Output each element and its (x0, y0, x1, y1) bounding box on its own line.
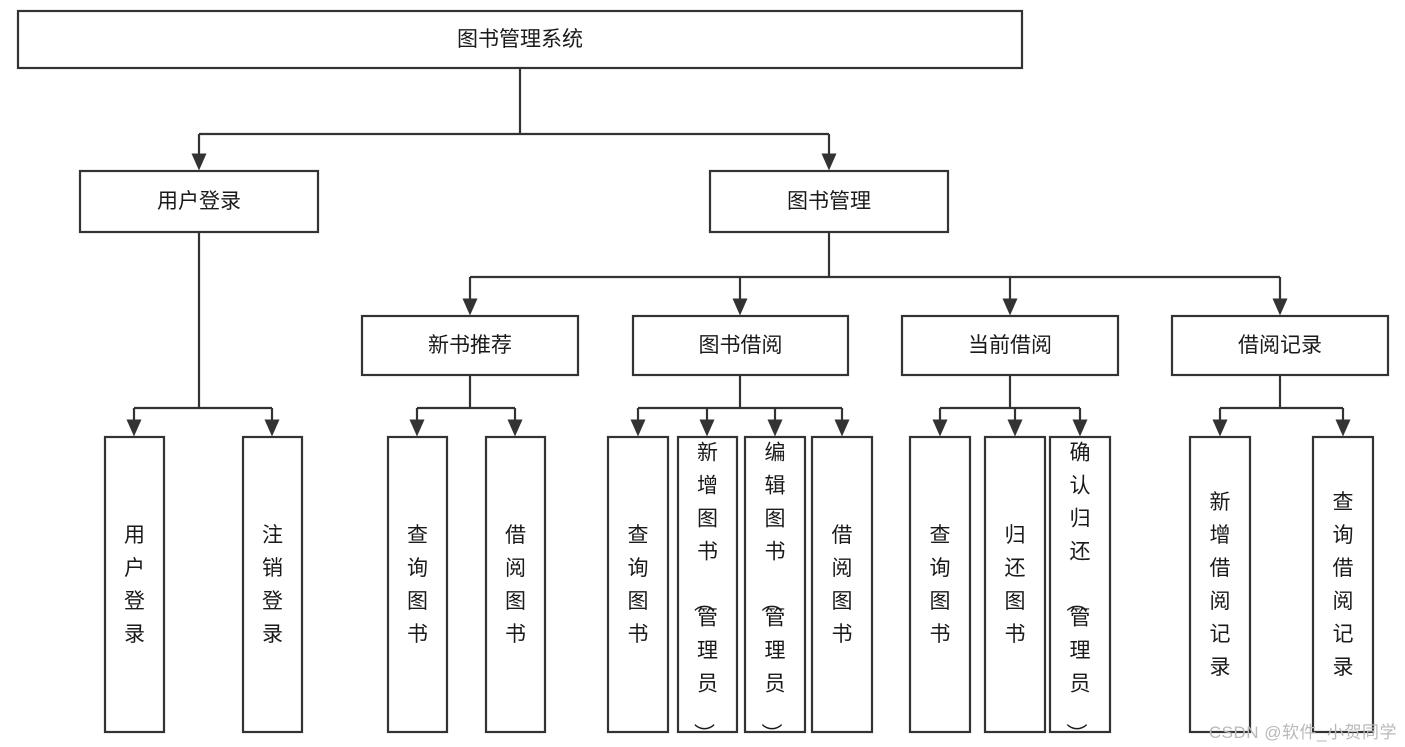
node-box-leaf-query-book-2[interactable] (606, 435, 670, 734)
node-box-user-login[interactable] (78, 169, 320, 234)
node-label-user-login: 用户登录 (157, 190, 241, 213)
arrow-head-icon (834, 419, 850, 437)
node-user-login[interactable]: 用户登录 (78, 169, 320, 234)
connector-layer (126, 68, 1351, 437)
node-book-manage[interactable]: 图书管理 (708, 169, 950, 234)
node-box-leaf-add-book[interactable] (676, 435, 739, 734)
node-box-leaf-query-book-3[interactable] (908, 435, 972, 734)
connector-group-book-manage (462, 232, 1288, 316)
node-label-leaf-borrow-book-1: 借阅图书 (505, 524, 526, 646)
arrow-head-icon (1002, 298, 1018, 316)
node-leaf-edit-book[interactable]: 编辑图书（管理员） (743, 435, 807, 744)
connector-group-book-borrow (630, 375, 850, 437)
node-label-leaf-add-record: 新增借阅记录 (1210, 491, 1231, 679)
connector-group-borrow-record (1212, 375, 1351, 437)
node-box-leaf-add-record[interactable] (1188, 435, 1252, 734)
node-box-book-borrow[interactable] (631, 314, 850, 377)
arrow-head-icon (699, 419, 715, 437)
node-box-leaf-user-login[interactable] (103, 435, 166, 734)
node-label-new-book-recommend: 新书推荐 (428, 334, 512, 357)
arrow-head-icon (409, 419, 425, 437)
node-root[interactable]: 图书管理系统 (16, 9, 1024, 70)
node-label-leaf-query-record: 查询借阅记录 (1333, 491, 1354, 679)
arrow-head-icon (932, 419, 948, 437)
node-box-book-manage[interactable] (708, 169, 950, 234)
node-new-book-recommend[interactable]: 新书推荐 (360, 314, 580, 377)
node-label-book-manage: 图书管理 (787, 190, 871, 213)
arrow-head-icon (462, 298, 478, 316)
node-box-root[interactable] (16, 9, 1024, 70)
node-box-leaf-query-book-1[interactable] (386, 435, 449, 734)
node-label-leaf-query-book-3: 查询图书 (930, 524, 951, 646)
node-leaf-query-book-1[interactable]: 查询图书 (386, 435, 449, 734)
node-box-leaf-edit-book[interactable] (743, 435, 807, 734)
node-label-leaf-query-book-1: 查询图书 (407, 524, 428, 646)
node-label-leaf-add-book: 新增图书（管理员） (692, 441, 718, 744)
arrow-head-icon (732, 298, 748, 316)
node-box-leaf-return-book[interactable] (983, 435, 1047, 734)
node-label-leaf-return-book: 归还图书 (1005, 524, 1026, 646)
node-label-leaf-user-login: 用户登录 (124, 524, 145, 646)
node-box-borrow-record[interactable] (1170, 314, 1390, 377)
node-current-borrow[interactable]: 当前借阅 (900, 314, 1120, 377)
node-label-leaf-edit-book: 编辑图书（管理员） (760, 441, 786, 744)
node-box-leaf-query-record[interactable] (1311, 435, 1375, 734)
arrow-head-icon (630, 419, 646, 437)
node-leaf-user-login[interactable]: 用户登录 (103, 435, 166, 734)
arrow-head-icon (767, 419, 783, 437)
node-leaf-add-record[interactable]: 新增借阅记录 (1188, 435, 1252, 734)
arrow-head-icon (264, 419, 280, 437)
arrow-head-icon (1007, 419, 1023, 437)
arrow-head-icon (507, 419, 523, 437)
node-label-leaf-borrow-book-2: 借阅图书 (832, 524, 853, 646)
node-label-root: 图书管理系统 (457, 28, 583, 51)
node-layer: 图书管理系统用户登录图书管理新书推荐图书借阅当前借阅借阅记录用户登录注销登录查询… (16, 9, 1390, 744)
node-box-leaf-logout[interactable] (241, 435, 304, 734)
node-box-leaf-confirm-return[interactable] (1048, 435, 1112, 734)
arrow-head-icon (1335, 419, 1351, 437)
node-box-leaf-borrow-book-2[interactable] (810, 435, 874, 734)
node-label-current-borrow: 当前借阅 (968, 334, 1052, 357)
connector-group-current-borrow (932, 375, 1088, 437)
arrow-head-icon (1212, 419, 1228, 437)
node-leaf-query-book-3[interactable]: 查询图书 (908, 435, 972, 734)
node-label-leaf-logout: 注销登录 (262, 524, 283, 646)
node-leaf-return-book[interactable]: 归还图书 (983, 435, 1047, 734)
connector-group-root (191, 68, 837, 171)
node-borrow-record[interactable]: 借阅记录 (1170, 314, 1390, 377)
arrow-head-icon (1272, 298, 1288, 316)
node-label-leaf-confirm-return: 确认归还（管理员） (1065, 441, 1091, 744)
connector-group-new-book-recommend (409, 375, 523, 437)
node-leaf-confirm-return[interactable]: 确认归还（管理员） (1048, 435, 1112, 744)
arrow-head-icon (191, 153, 207, 171)
node-leaf-borrow-book-2[interactable]: 借阅图书 (810, 435, 874, 734)
node-leaf-query-record[interactable]: 查询借阅记录 (1311, 435, 1375, 734)
node-box-new-book-recommend[interactable] (360, 314, 580, 377)
node-label-book-borrow: 图书借阅 (699, 334, 783, 357)
arrow-head-icon (126, 419, 142, 437)
node-leaf-query-book-2[interactable]: 查询图书 (606, 435, 670, 734)
node-book-borrow[interactable]: 图书借阅 (631, 314, 850, 377)
csdn-watermark: CSDN @软件_小贺同学 (1208, 723, 1397, 742)
connector-group-user-login (126, 232, 280, 437)
node-label-leaf-query-book-2: 查询图书 (628, 524, 649, 646)
node-leaf-add-book[interactable]: 新增图书（管理员） (676, 435, 739, 744)
node-box-current-borrow[interactable] (900, 314, 1120, 377)
arrow-head-icon (1072, 419, 1088, 437)
node-box-leaf-borrow-book-1[interactable] (484, 435, 547, 734)
node-leaf-logout[interactable]: 注销登录 (241, 435, 304, 734)
node-leaf-borrow-book-1[interactable]: 借阅图书 (484, 435, 547, 734)
arrow-head-icon (821, 153, 837, 171)
node-label-borrow-record: 借阅记录 (1238, 334, 1322, 357)
